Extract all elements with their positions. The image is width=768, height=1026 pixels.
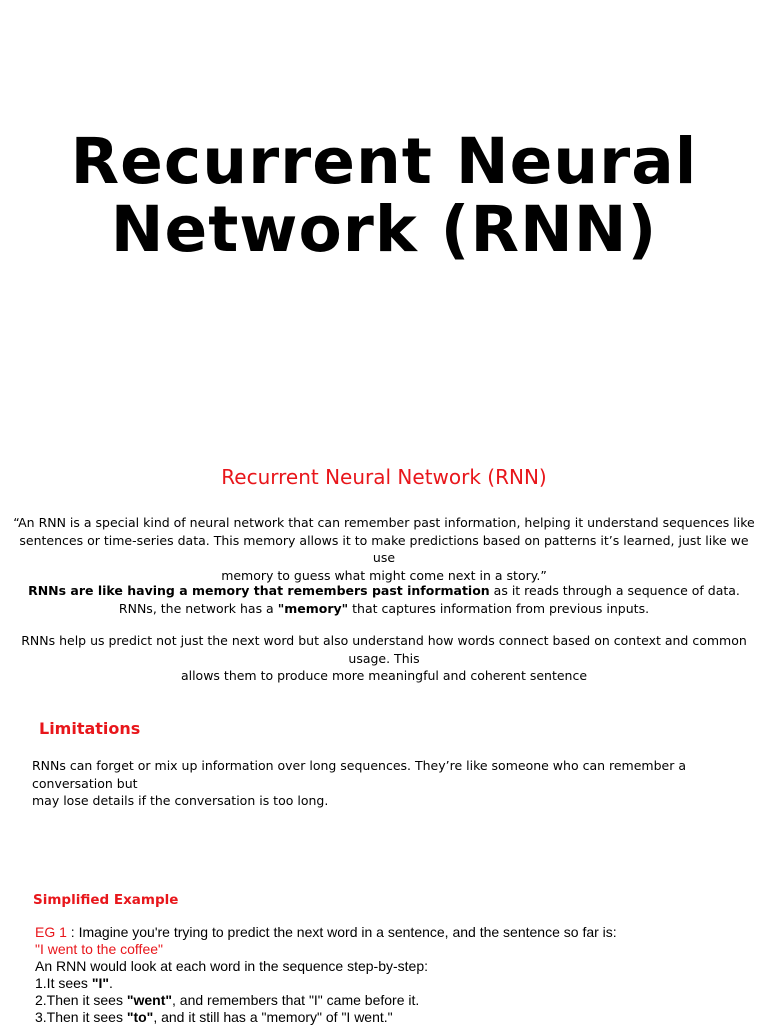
memory-line-2-bold: "memory" — [277, 600, 349, 616]
limitations-paragraph: RNNs can forget or mix up information ov… — [32, 757, 752, 810]
example-rnn-line: An RNN would look at each word in the se… — [35, 958, 428, 974]
intro-quote-paragraph: “An RNN is a special kind of neural netw… — [0, 514, 768, 584]
memory-line-2-suffix: that captures information from previous … — [348, 600, 650, 616]
step-3-prefix: 3.Then it sees — [35, 1009, 127, 1025]
intro-quote-line-3: memory to guess what might come next in … — [221, 567, 547, 583]
memory-bold-lead: RNNs are like having a memory that remem… — [28, 583, 490, 598]
title-line-2: Network (RNN) — [110, 193, 658, 266]
example-step-2: 2.Then it sees "went", and remembers tha… — [35, 992, 755, 1009]
step-3-bold: "to" — [126, 1009, 154, 1025]
predict-line-1: RNNs help us predict not just the next w… — [21, 633, 747, 666]
example-step-1: 1.It sees "I". — [35, 975, 755, 992]
eg-label: EG 1 — [35, 924, 67, 940]
limitations-heading: Limitations — [39, 719, 141, 738]
step-2-suffix: , and remembers that "I" came before it. — [172, 992, 420, 1008]
step-1-suffix: . — [108, 975, 113, 991]
memory-paragraph: RNNs are like having a memory that remem… — [0, 582, 768, 617]
example-step-3: 3.Then it sees "to", and it still has a … — [35, 1009, 755, 1026]
limitations-line-2: may lose details if the conversation is … — [32, 793, 329, 808]
step-3-suffix: , and it still has a "memory" of "I went… — [153, 1009, 393, 1025]
document-title: Recurrent Neural Network (RNN) — [0, 128, 768, 264]
title-line-1: Recurrent Neural — [70, 125, 698, 198]
example-sentence: "I went to the coffee" — [35, 941, 163, 957]
step-2-prefix: 2.Then it sees — [35, 992, 127, 1008]
eg-intro-text: : Imagine you're trying to predict the n… — [66, 924, 617, 940]
limitations-line-1: RNNs can forget or mix up information ov… — [32, 758, 686, 791]
step-1-prefix: 1.It sees — [35, 975, 92, 991]
predict-line-2: allows them to produce more meaningful a… — [180, 668, 588, 683]
example-intro-line: EG 1 : Imagine you're trying to predict … — [35, 924, 755, 941]
intro-quote-line-2: sentences or time-series data. This memo… — [19, 532, 749, 566]
memory-line-2-prefix: RNNs, the network has a — [118, 600, 278, 616]
section-heading: Recurrent Neural Network (RNN) — [221, 465, 547, 489]
step-1-bold: "I" — [91, 975, 109, 991]
memory-line-1-rest: as it reads through a sequence of data. — [489, 583, 740, 598]
example-heading: Simplified Example — [33, 892, 179, 908]
predict-paragraph: RNNs help us predict not just the next w… — [0, 632, 768, 685]
step-2-bold: "went" — [126, 992, 172, 1008]
example-block: EG 1 : Imagine you're trying to predict … — [35, 924, 755, 1026]
intro-quote-line-1: “An RNN is a special kind of neural netw… — [13, 515, 755, 530]
